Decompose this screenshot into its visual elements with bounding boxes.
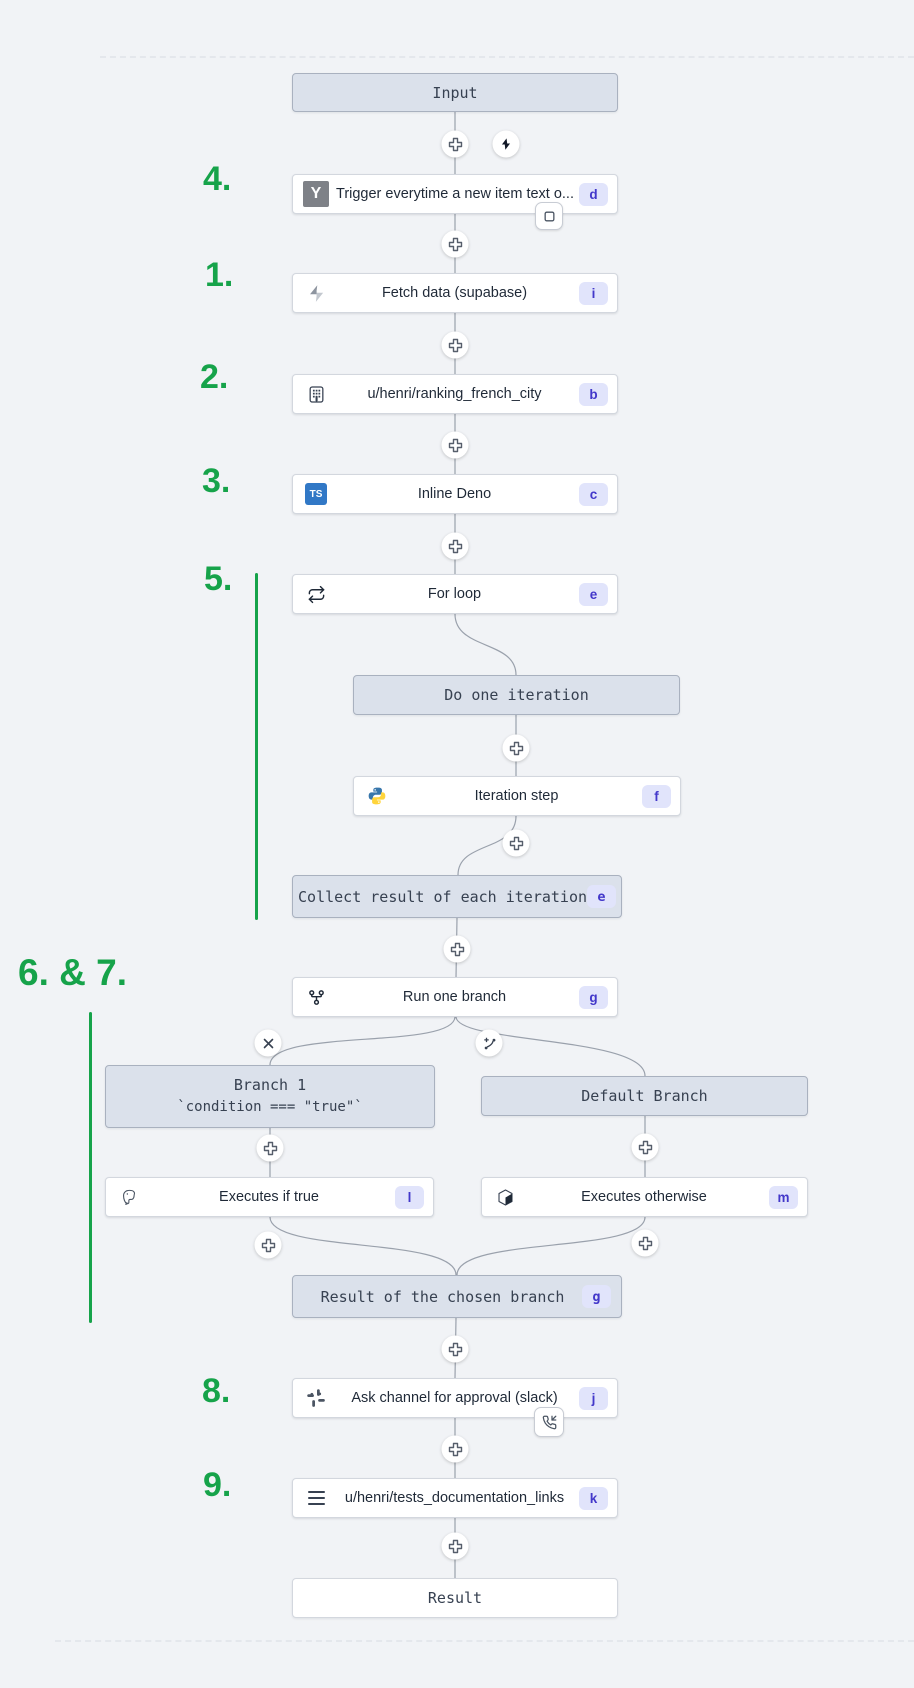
input-node-label: Input (432, 83, 478, 102)
early-stop-indicator (535, 202, 563, 230)
annotation-6-7: 6. & 7. (18, 952, 127, 993)
python-icon (363, 786, 391, 806)
add-step-button[interactable] (441, 331, 469, 359)
building-grid-icon (302, 385, 330, 404)
supabase-bolt-icon (302, 284, 330, 303)
fetch-data-node[interactable]: Fetch data (supabase) i (292, 273, 618, 313)
add-step-button[interactable] (631, 1229, 659, 1257)
input-node[interactable]: Input (292, 73, 618, 112)
add-step-button[interactable] (441, 532, 469, 560)
annotation-8: 8. (202, 1372, 231, 1410)
branch1-label: Branch 1 (233, 1076, 307, 1095)
fetch-data-node-label: Fetch data (supabase) (381, 285, 528, 301)
fetch-data-node-badge: i (579, 281, 608, 305)
annotation-1: 1. (205, 256, 234, 294)
trigger-node-badge: d (579, 182, 608, 206)
run-one-branch-node[interactable]: Run one branch g (292, 977, 618, 1017)
ranking-script-node-badge: b (579, 382, 608, 406)
annotation-2: 2. (200, 358, 229, 396)
add-step-button[interactable] (254, 1231, 282, 1259)
ranking-script-node[interactable]: u/henri/ranking_french_city b (292, 374, 618, 414)
executes-otherwise-node[interactable]: Executes otherwise m (481, 1177, 808, 1217)
run-one-branch-badge: g (579, 985, 608, 1009)
annotation-4: 4. (203, 160, 232, 198)
add-step-button[interactable] (502, 734, 530, 762)
chosen-branch-result-label: Result of the chosen branch (320, 1287, 565, 1306)
add-step-button[interactable] (502, 829, 530, 857)
remove-branch-button[interactable] (254, 1029, 282, 1057)
postgresql-icon (115, 1188, 143, 1207)
result-node-label: Result (427, 1589, 483, 1607)
slack-approval-badge: j (579, 1386, 608, 1410)
result-node[interactable]: Result (292, 1578, 618, 1618)
add-step-button[interactable] (441, 130, 469, 158)
executes-if-true-node[interactable]: Executes if true l (105, 1177, 434, 1217)
run-one-branch-label: Run one branch (402, 989, 507, 1005)
add-step-button[interactable] (441, 431, 469, 459)
chosen-branch-result-node[interactable]: Result of the chosen branch g (292, 1275, 622, 1318)
phone-incoming-icon (542, 1415, 556, 1429)
add-step-button[interactable] (441, 230, 469, 258)
for-loop-node[interactable]: For loop e (292, 574, 618, 614)
slack-approval-node[interactable]: Ask channel for approval (slack) j (292, 1378, 618, 1418)
canvas-bottom-edge (55, 1640, 914, 1642)
add-branch-button[interactable] (475, 1029, 503, 1057)
annotation-9: 9. (203, 1466, 232, 1504)
slack-icon (302, 1388, 330, 1408)
typescript-icon: TS (302, 483, 330, 505)
add-branch-icon (483, 1037, 495, 1049)
canvas-top-edge (100, 56, 914, 58)
default-branch-label: Default Branch (581, 1087, 708, 1105)
branch1-node[interactable]: Branch 1 `condition === "true"` (105, 1065, 435, 1128)
executes-if-true-label: Executes if true (219, 1189, 319, 1205)
trigger-node[interactable]: Y Trigger everytime a new item text o...… (292, 174, 618, 214)
add-step-button[interactable] (631, 1133, 659, 1161)
for-loop-node-badge: e (579, 582, 608, 606)
annotation-5: 5. (204, 560, 233, 598)
add-step-button[interactable] (441, 1532, 469, 1560)
default-branch-node[interactable]: Default Branch (481, 1076, 808, 1116)
add-step-button[interactable] (441, 1435, 469, 1463)
inline-deno-node-badge: c (579, 482, 608, 506)
hackernews-y-icon: Y (302, 181, 330, 207)
menu-lines-icon (302, 1490, 330, 1506)
branch1-condition: `condition === "true"` (177, 1099, 363, 1116)
annotation-3: 3. (202, 462, 231, 500)
do-one-iteration-label: Do one iteration (444, 686, 589, 704)
cube-icon (491, 1188, 519, 1207)
docs-script-node[interactable]: u/henri/tests_documentation_links k (292, 1478, 618, 1518)
annotation-line-6-7 (89, 1012, 92, 1323)
executes-otherwise-badge: m (769, 1185, 798, 1209)
zap-icon (501, 138, 511, 150)
iteration-step-node[interactable]: Iteration step f (353, 776, 681, 816)
inline-deno-node-label: Inline Deno (417, 486, 492, 502)
add-step-button[interactable] (443, 935, 471, 963)
suspend-approval-indicator (534, 1407, 564, 1437)
inline-deno-node[interactable]: TS Inline Deno c (292, 474, 618, 514)
iteration-step-badge: f (642, 784, 671, 808)
collect-result-label: Collect result of each iteration (298, 887, 587, 906)
docs-script-badge: k (579, 1486, 608, 1510)
collect-result-node[interactable]: Collect result of each iteration e (292, 875, 622, 918)
annotation-line-5 (255, 573, 258, 920)
trigger-zap-button[interactable] (492, 130, 520, 158)
slack-approval-label: Ask channel for approval (slack) (351, 1390, 558, 1406)
executes-if-true-badge: l (395, 1185, 424, 1209)
square-icon (544, 211, 554, 221)
docs-script-label: u/henri/tests_documentation_links (344, 1490, 565, 1506)
collect-result-badge: e (587, 885, 616, 908)
add-step-button[interactable] (441, 1335, 469, 1363)
git-fork-icon (302, 988, 330, 1007)
trigger-node-label: Trigger everytime a new item text o... (336, 186, 573, 202)
do-one-iteration-node[interactable]: Do one iteration (353, 675, 680, 715)
chosen-branch-result-badge: g (582, 1285, 611, 1308)
executes-otherwise-label: Executes otherwise (581, 1189, 707, 1205)
for-loop-node-label: For loop (427, 586, 482, 602)
repeat-icon (302, 585, 330, 604)
ranking-script-node-label: u/henri/ranking_french_city (367, 386, 542, 402)
add-step-button[interactable] (256, 1134, 284, 1162)
close-icon (263, 1038, 273, 1048)
iteration-step-label: Iteration step (474, 788, 559, 804)
